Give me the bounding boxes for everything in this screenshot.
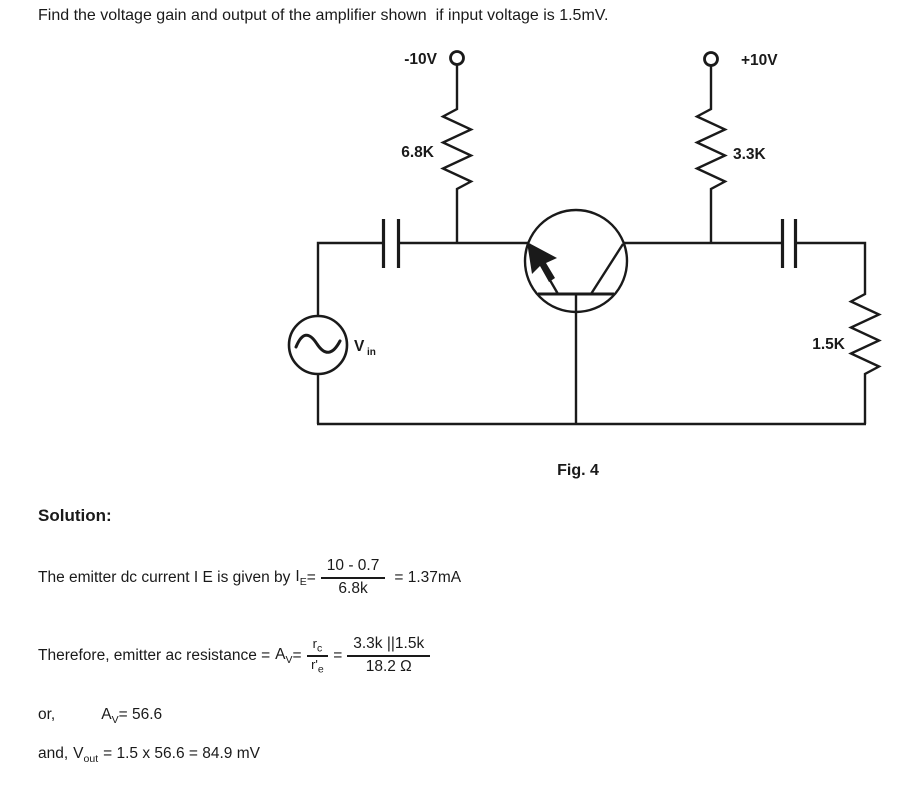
av-result-symbol: AV [101,706,119,727]
sine-wave-icon [294,333,342,354]
line2-prefix: Therefore, emitter ac resistance = [38,647,271,664]
solution-heading: Solution: [38,506,112,525]
av-sub: V [285,654,293,667]
fraction-emitter-current: 10 - 0.7 6.8k [320,557,386,598]
line1-result: = 1.37mA [394,569,462,586]
line1-prefix: The emitter dc current I E is given by [38,569,291,586]
resistor-6-8k-label: 6.8K [401,144,435,161]
fraction-numerator: 10 - 0.7 [320,557,386,579]
vout-symbol: Vout [73,745,99,766]
parallel-numerator: 3.3k ||1.5k [347,635,431,657]
wire-input-left [316,241,383,316]
line3-value: = 56.6 [118,706,163,723]
line3-label: or, [38,706,56,723]
vin-label-sub: in [367,347,376,358]
ie-base: I [295,568,300,586]
resistor-1-5k [848,288,882,424]
capacitor-input [381,219,401,268]
line2-equals2: = [333,647,343,664]
resistor-6-8k [440,103,474,243]
transistor-emitter-arrow-icon [527,242,557,282]
ie-symbol: IE [295,568,306,588]
ie-sub: E [299,576,307,589]
left-supply-label: -10V [404,51,437,68]
av-symbol: AV [275,646,292,666]
problem-statement: Find the voltage gain and output of the … [38,7,609,24]
rc-symbol: rc [306,636,329,657]
right-supply-label: +10V [741,52,778,69]
circuit-diagram: -10V +10V 6.8K 3.3K 1.5K V in [287,50,882,426]
av-base: A [275,646,286,664]
fraction-parallel-resistance: 3.3k ||1.5k 18.2 Ω [347,635,431,676]
fraction-rc-re: rc r'e [306,636,329,676]
solution-line-emitter-current: The emitter dc current I E is given by I… [38,548,461,608]
parallel-denominator: 18.2 Ω [365,658,412,675]
vin-label: V [354,338,365,355]
solution-line-vout-result: and, Vout = 1.5 x 56.6 = 84.9 mV [38,745,260,767]
figure-caption: Fig. 4 [557,462,599,479]
line4-label: and, [38,745,69,762]
right-supply-terminal [703,51,719,67]
capacitor-output [780,219,798,268]
fraction-denominator: 6.8k [338,580,368,597]
transistor-collector-lead [589,243,625,295]
resistor-3-3k-label: 3.3K [733,146,767,163]
resistor-1-5k-label: 1.5K [812,336,846,353]
wire-output-corner [795,241,867,288]
solution-line-voltage-gain: Therefore, emitter ac resistance = AV = … [38,625,435,687]
left-supply-terminal [449,50,465,66]
line1-equals: = [306,569,316,586]
resistor-3-3k [694,103,728,243]
re-symbol: r'e [311,657,324,676]
line4-value: = 1.5 x 56.6 = 84.9 mV [103,745,260,762]
line2-equals1: = [292,647,302,664]
solution-line-av-result: or, AV = 56.6 [38,706,162,728]
